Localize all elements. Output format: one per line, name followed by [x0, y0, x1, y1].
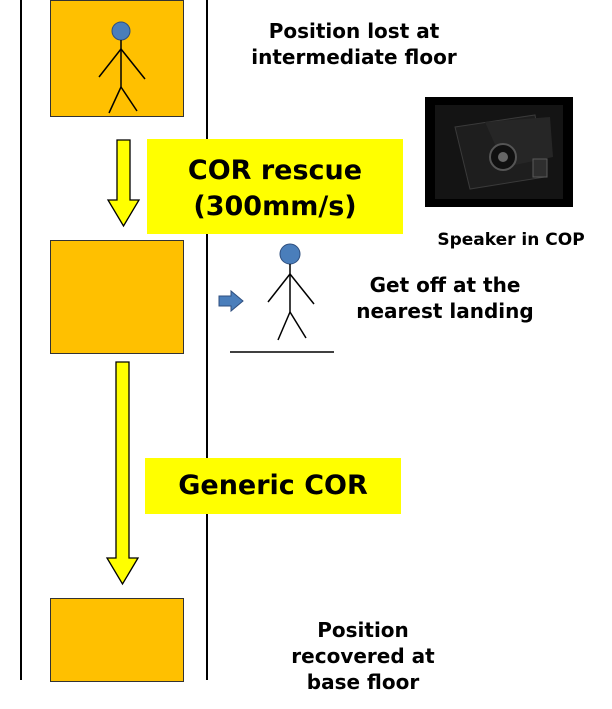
exit-arrow-icon [218, 289, 244, 313]
down-arrow-cor-rescue [106, 139, 141, 228]
generic-cor-label: Generic COR [145, 458, 401, 514]
hoistway-left-wall [20, 0, 22, 680]
speaker-in-cop-photo [425, 97, 573, 207]
hoistway-right-wall [206, 0, 208, 680]
elevator-car-middle [50, 240, 184, 354]
elevator-car-bottom [50, 598, 184, 682]
passenger-exiting-figure [230, 243, 334, 353]
position-lost-label: Position lost at intermediate floor [251, 19, 457, 69]
cor-rescue-label: COR rescue (300mm/s) [147, 139, 403, 234]
elevator-car-top [50, 0, 184, 117]
speaker-caption: Speaker in COP [437, 230, 585, 250]
get-off-label: Get off at the nearest landing [356, 273, 534, 323]
down-arrow-generic-cor [105, 361, 140, 586]
position-recovered-label: Position recovered at base floor [291, 618, 435, 694]
passenger-figure-in-car [98, 21, 146, 114]
